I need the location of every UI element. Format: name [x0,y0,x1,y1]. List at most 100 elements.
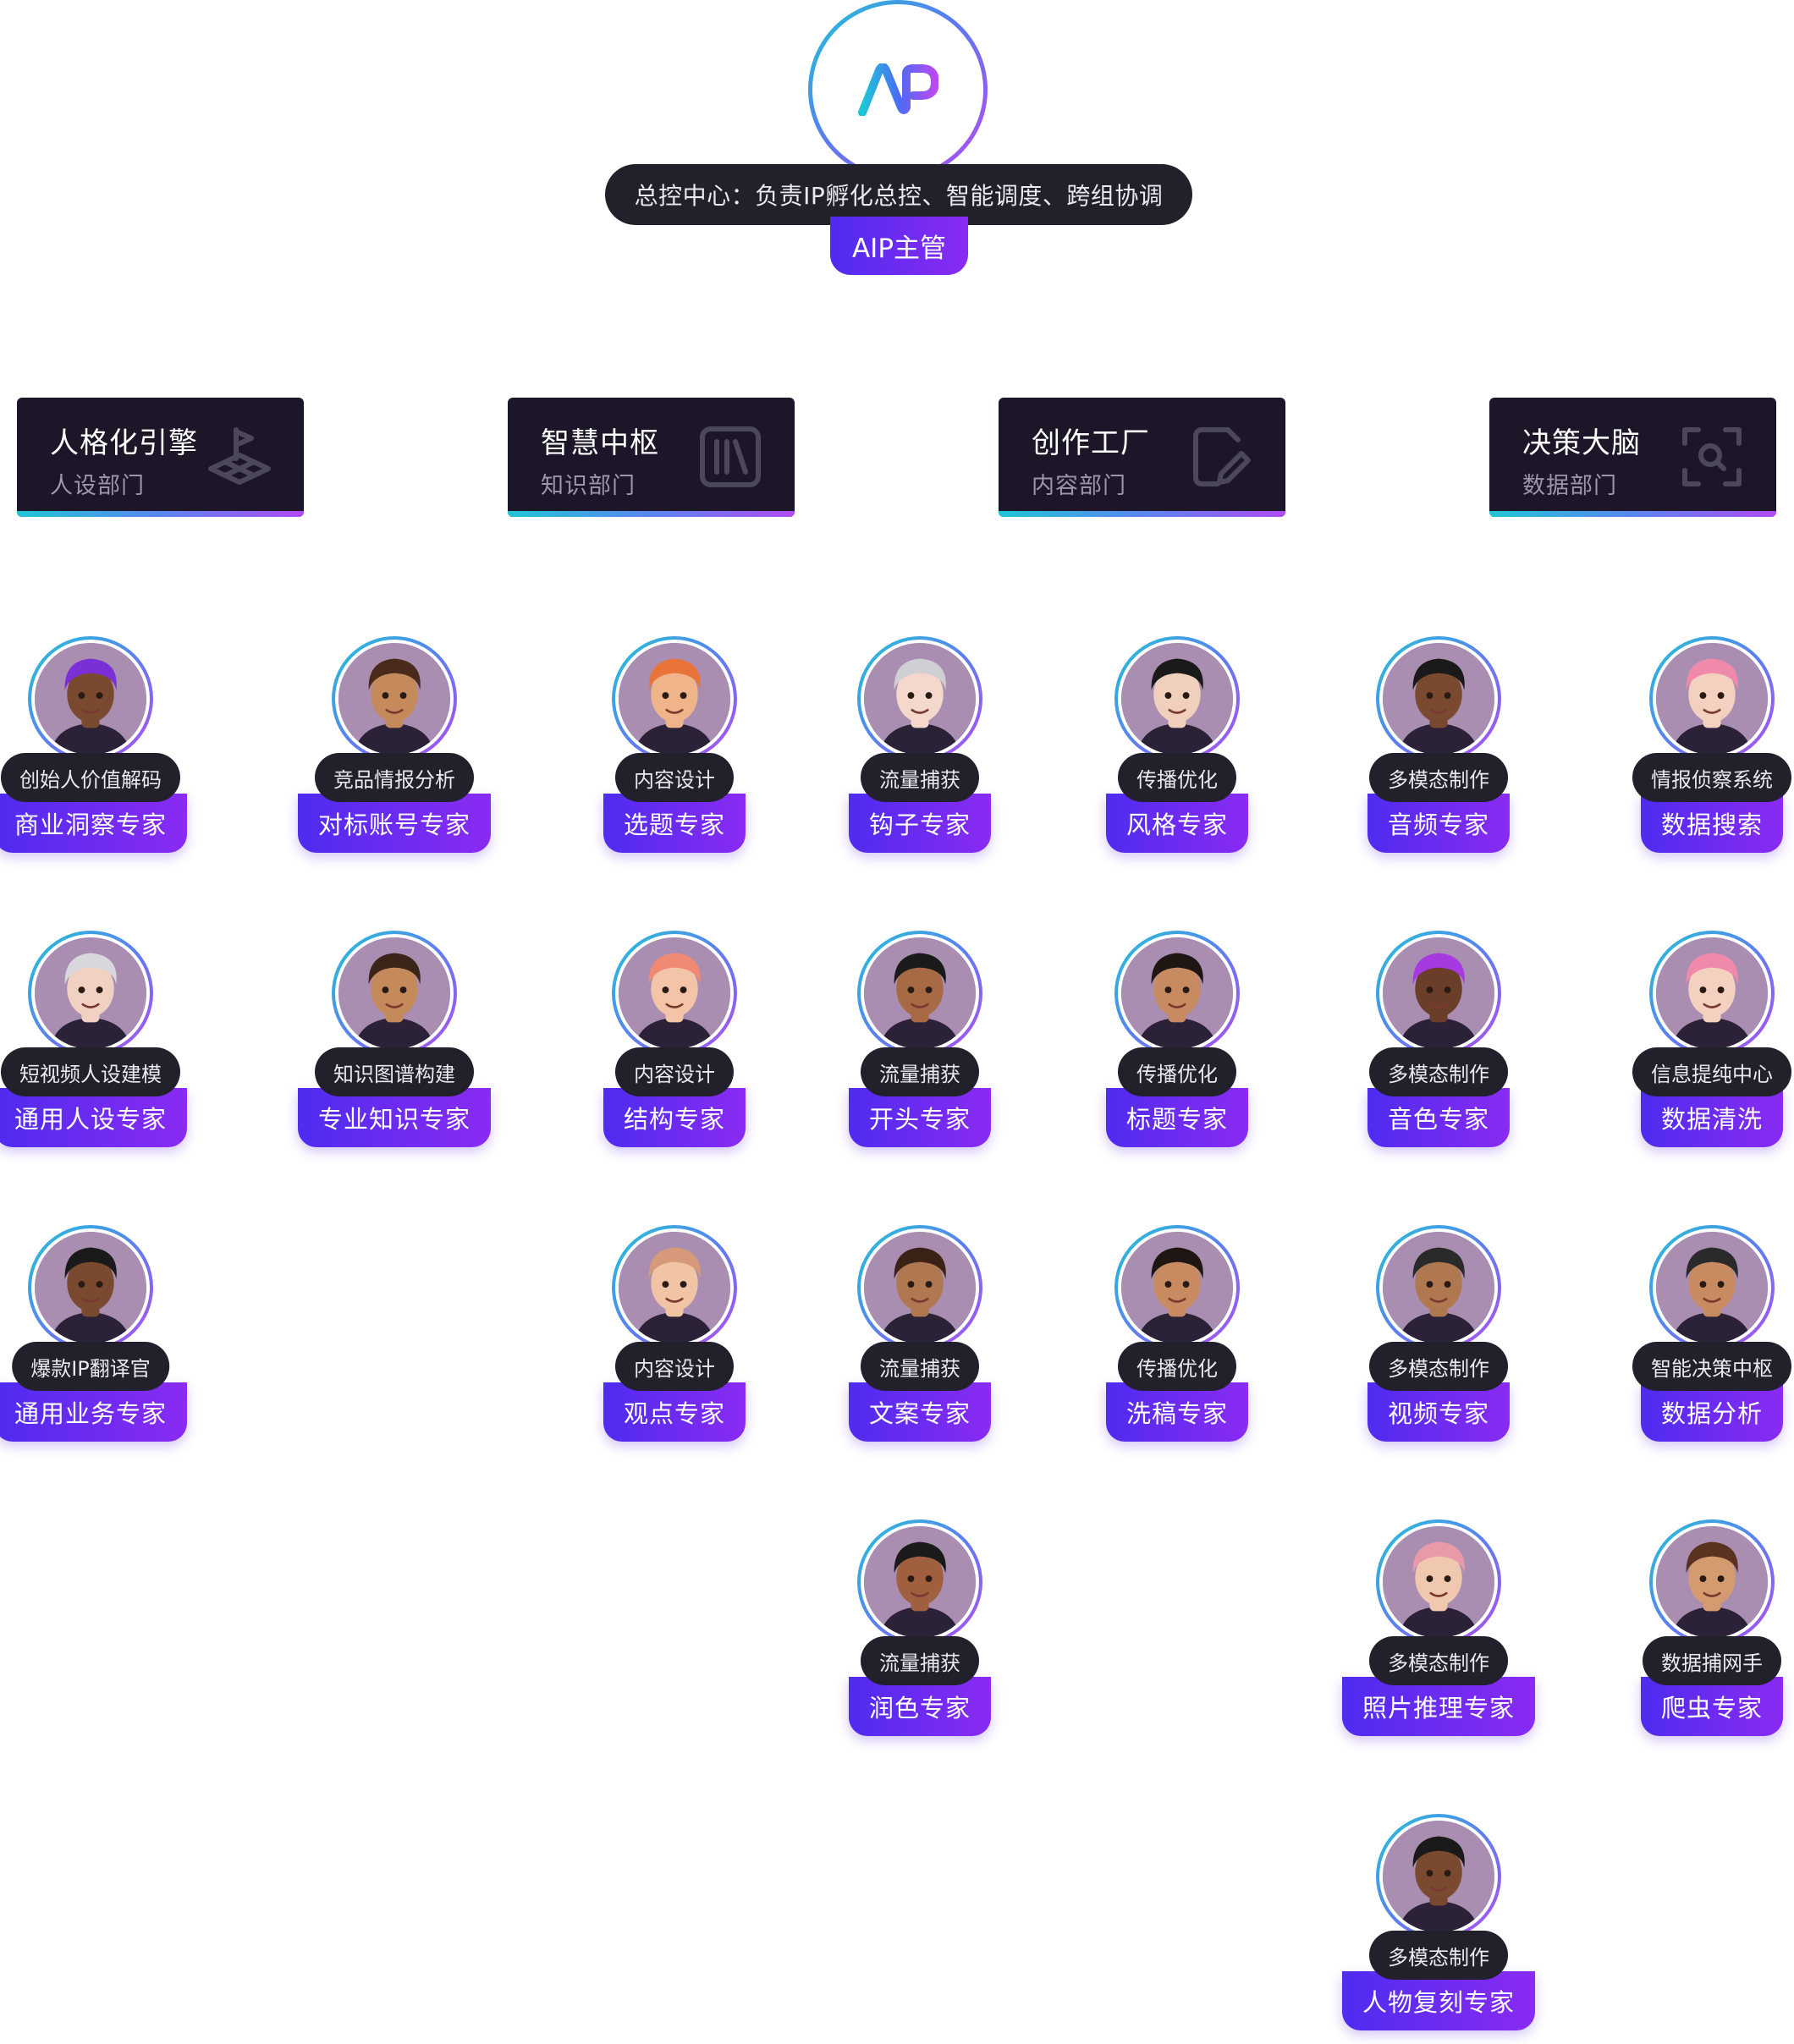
agent-role-button[interactable]: 爬虫专家 [1640,1677,1784,1736]
agent-tag: 爆款IP翻译官 [12,1342,169,1391]
agent-card[interactable]: 知识图谱构建专业知识专家 [290,931,498,1159]
agent-card[interactable]: 数据捕网手爬虫专家 [1608,1519,1794,1748]
agent-role-button[interactable]: 人物复刻专家 [1341,1971,1536,2030]
agent-role-button[interactable]: 数据搜索 [1640,794,1784,853]
agent-role-button[interactable]: 音色专家 [1367,1088,1511,1147]
agent-card[interactable]: 爆款IP翻译官通用业务专家 [0,1225,195,1453]
agent-card[interactable]: 流量捕获润色专家 [816,1519,1024,1748]
dept-card-data[interactable]: 决策大脑 数据部门 [1489,398,1776,517]
agent-card[interactable]: 流量捕获钩子专家 [816,636,1024,865]
agent-role-button[interactable]: 音频专家 [1367,794,1511,853]
agent-card[interactable]: 多模态制作音色专家 [1334,931,1543,1159]
avatar[interactable] [1383,1821,1494,1932]
agent-card[interactable]: 流量捕获文案专家 [816,1225,1024,1453]
avatar[interactable] [619,643,730,755]
agent-role-button[interactable]: 风格专家 [1105,794,1249,853]
agent-role-button[interactable]: 选题专家 [603,794,746,853]
agent-card[interactable]: 内容设计结构专家 [570,931,779,1159]
agent-role-button[interactable]: 钩子专家 [848,794,992,853]
avatar-ring [332,931,457,1056]
avatar[interactable] [1121,643,1233,755]
avatar[interactable] [338,937,450,1049]
agent-tag: 内容设计 [615,1342,734,1391]
agent-card[interactable]: 多模态制作人物复刻专家 [1334,1814,1543,2042]
avatar[interactable] [864,937,976,1049]
agent-role-button[interactable]: 数据清洗 [1640,1088,1784,1147]
agent-card[interactable]: 传播优化风格专家 [1073,636,1281,865]
avatar[interactable] [619,937,730,1049]
agent-card[interactable]: 智能决策中枢数据分析 [1608,1225,1794,1453]
agent-card[interactable]: 创始人价值解码商业洞察专家 [0,636,195,865]
avatar-ring [332,636,457,761]
avatar[interactable] [864,1232,976,1343]
dept-title: 智慧中枢 [541,426,659,460]
avatar[interactable] [1383,643,1494,755]
agent-card[interactable]: 竞品情报分析对标账号专家 [290,636,498,865]
agent-card[interactable]: 短视频人设建模通用人设专家 [0,931,195,1159]
avatar[interactable] [35,937,146,1049]
agent-card[interactable]: 传播优化洗稿专家 [1073,1225,1281,1453]
agent-role-button[interactable]: 商业洞察专家 [0,794,188,853]
avatar[interactable] [1656,1526,1768,1638]
avatar-ring [857,1225,982,1350]
agent-role-button[interactable]: 文案专家 [848,1382,992,1442]
agent-tag: 竞品情报分析 [315,753,474,802]
dept-card-content[interactable]: 创作工厂 内容部门 [999,398,1285,517]
chess-piece-icon [208,427,271,485]
dept-title: 人格化引擎 [50,426,198,460]
dept-card-knowledge[interactable]: 智慧中枢 知识部门 [508,398,795,517]
avatar[interactable] [1383,937,1494,1049]
agent-role-button[interactable]: 专业知识专家 [297,1088,492,1147]
avatar[interactable] [338,643,450,755]
avatar[interactable] [1121,1232,1233,1343]
agent-tag: 信息提纯中心 [1632,1047,1791,1096]
agent-card[interactable]: 多模态制作照片推理专家 [1334,1519,1543,1748]
agent-card[interactable]: 内容设计观点专家 [570,1225,779,1453]
agent-role-button[interactable]: 对标账号专家 [297,794,492,853]
agent-card[interactable]: 多模态制作视频专家 [1334,1225,1543,1453]
agent-role-button[interactable]: 照片推理专家 [1341,1677,1536,1736]
agent-role-button[interactable]: 润色专家 [848,1677,992,1736]
agent-role-button[interactable]: 观点专家 [603,1382,746,1442]
agent-role-button[interactable]: 通用业务专家 [0,1382,188,1442]
avatar-ring [28,931,153,1056]
avatar[interactable] [1383,1526,1494,1638]
avatar-ring [1376,1814,1501,1939]
agent-card[interactable]: 情报侦察系统数据搜索 [1608,636,1794,865]
agent-card[interactable]: 内容设计选题专家 [570,636,779,865]
avatar-ring [1649,636,1775,761]
avatar-ring [1114,931,1240,1056]
agent-tag: 短视频人设建模 [1,1047,180,1096]
agent-tag: 流量捕获 [861,1342,979,1391]
agent-role-button[interactable]: 通用人设专家 [0,1088,188,1147]
agent-tag: 数据捕网手 [1643,1636,1781,1685]
agent-role-button[interactable]: 视频专家 [1367,1382,1511,1442]
avatar[interactable] [35,1232,146,1343]
avatar[interactable] [1121,937,1233,1049]
avatar[interactable] [864,643,976,755]
agent-role-button[interactable]: 数据分析 [1640,1382,1784,1442]
dept-card-persona[interactable]: 人格化引擎 人设部门 [17,398,304,517]
agent-card[interactable]: 流量捕获开头专家 [816,931,1024,1159]
avatar[interactable] [1383,1232,1494,1343]
agent-role-button[interactable]: 标题专家 [1105,1088,1249,1147]
avatar[interactable] [864,1526,976,1638]
hub-role-button[interactable]: AIP主管 [830,217,968,275]
agent-tag: 流量捕获 [861,753,979,802]
avatar-ring [857,931,982,1056]
agent-card[interactable]: 信息提纯中心数据清洗 [1608,931,1794,1159]
agent-tag: 内容设计 [615,753,734,802]
agent-role-button[interactable]: 洗稿专家 [1105,1382,1249,1442]
avatar[interactable] [619,1232,730,1343]
avatar-ring [612,1225,737,1350]
agent-card[interactable]: 多模态制作音频专家 [1334,636,1543,865]
avatar[interactable] [1656,1232,1768,1343]
agent-tag: 知识图谱构建 [315,1047,474,1096]
agent-card[interactable]: 传播优化标题专家 [1073,931,1281,1159]
avatar[interactable] [1656,937,1768,1049]
agent-tag: 内容设计 [615,1047,734,1096]
avatar[interactable] [35,643,146,755]
agent-role-button[interactable]: 开头专家 [848,1088,992,1147]
avatar[interactable] [1656,643,1768,755]
agent-role-button[interactable]: 结构专家 [603,1088,746,1147]
